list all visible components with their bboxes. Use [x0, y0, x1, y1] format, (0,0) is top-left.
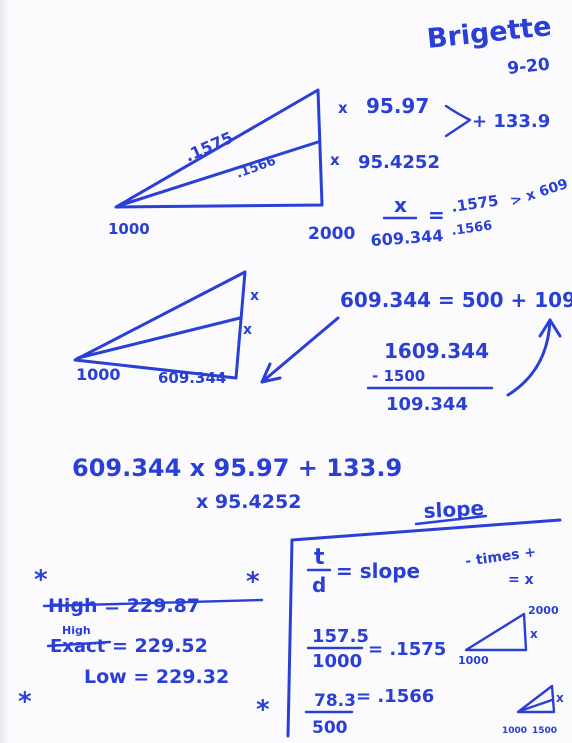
fraction-2-denominator: 500 [312, 718, 348, 738]
mini-triangle-1 [464, 612, 528, 652]
star-mark-1: * [34, 565, 48, 595]
slope-box-left-border [286, 538, 294, 738]
proportion-denominator-2: .1566 [450, 218, 493, 239]
base-right-label: 2000 [308, 224, 355, 244]
fraction-1-denominator: 1000 [312, 651, 362, 672]
proportion-numerator: .1575 [450, 192, 499, 216]
subtraction-mid: - 1500 [372, 367, 425, 385]
triangle-diagram-large [114, 88, 324, 209]
proportion-result: > x 609 [508, 176, 570, 210]
calc-line-1: 609.344 x 95.97 + 133.9 [72, 454, 402, 482]
mini-tri-2-left: 1000 [502, 726, 527, 736]
calc-line-2: x 95.4252 [196, 491, 301, 513]
exact-strikethrough [46, 640, 112, 648]
date-label: 9-20 [506, 55, 551, 79]
value-a: 95.97 [366, 94, 429, 118]
slope-equation: = slope [336, 559, 420, 583]
proportion-denominator: 609.344 [370, 226, 444, 250]
mini-tri-2-inner [518, 698, 554, 713]
exact-struck-word: Exact [50, 636, 106, 657]
fraction-1-value: = .1575 [368, 639, 446, 660]
arrow-up-line [506, 318, 552, 397]
exact-estimate: = 229.52 [112, 635, 208, 657]
slope-note-1: - times + [464, 544, 537, 570]
small-side-x1: x [250, 288, 259, 304]
fraction-2-value: = .1566 [356, 686, 434, 707]
mini-tri-1-side: x [530, 627, 538, 641]
star-mark-4: * [256, 695, 270, 725]
slope-label-lower: .1566 [234, 154, 278, 182]
slope-box-top-border [290, 518, 562, 542]
mini-tri-1-top: 2000 [528, 604, 559, 617]
arrow-left-line [260, 316, 340, 384]
proportion-equals: = [428, 203, 445, 227]
x-marker-a: x [338, 99, 348, 117]
base-left-label: 1000 [108, 220, 150, 238]
proportion-x: x [394, 193, 407, 217]
small-side-x2: x [243, 322, 252, 338]
mini-tri-1-base: 1000 [458, 654, 489, 667]
triangle-outline [114, 88, 324, 209]
slope-label-upper: .1575 [182, 128, 236, 166]
equation-609: 609.344 = 500 + 109.3 [340, 288, 572, 312]
sum-note: + 133.9 [472, 111, 550, 132]
small-base-left: 1000 [76, 365, 121, 384]
small-triangle-outline [73, 270, 247, 380]
slope-t: t [314, 545, 325, 570]
high-strikethrough [42, 598, 264, 608]
subtraction-result: 109.344 [386, 394, 468, 415]
high-estimate: High = 229.87 [48, 595, 200, 617]
low-estimate: Low = 229.32 [84, 666, 229, 688]
mini-tri-2-side: x [556, 691, 564, 705]
slope-title-underline [414, 514, 488, 526]
exact-caret-word: High [62, 624, 91, 637]
triangle-diagram-small [73, 270, 247, 380]
arrow-left-head [260, 362, 282, 384]
fraction-2-numerator: 78.3 [314, 691, 356, 711]
mini-triangle-2 [516, 684, 556, 714]
small-inner-line [76, 316, 242, 360]
x-marker-b: x [330, 151, 340, 169]
subtraction-top: 1609.344 [384, 339, 489, 363]
small-base-label: 609.344 [158, 369, 226, 387]
sum-brace [444, 104, 472, 138]
star-mark-3: * [18, 687, 32, 717]
inner-hypotenuse-line [116, 140, 320, 208]
value-b: 95.4252 [358, 152, 440, 173]
arrow-up-head [538, 318, 562, 338]
slope-note-2: = x [508, 572, 534, 588]
star-mark-2: * [246, 567, 260, 597]
slope-d: d [312, 573, 326, 597]
student-name: Brigette [425, 11, 552, 55]
mini-tri-2-right: 1500 [532, 726, 557, 736]
fraction-1-numerator: 157.5 [312, 626, 369, 647]
